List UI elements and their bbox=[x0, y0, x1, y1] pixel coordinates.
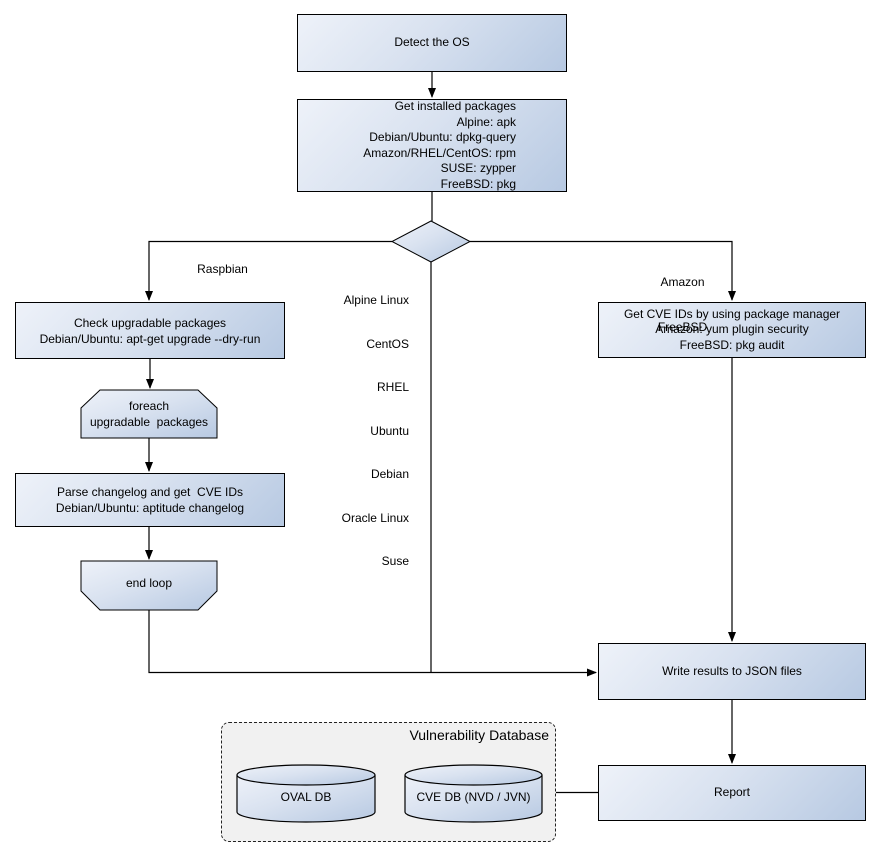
edge-label-raspbian: Raspbian bbox=[197, 262, 248, 276]
edge-label-line: Ubuntu bbox=[370, 423, 409, 438]
node-label: Write results to JSON files bbox=[662, 663, 802, 678]
node-text-line: Check upgradable packages bbox=[73, 315, 227, 330]
connector-lines bbox=[145, 72, 736, 794]
node-text-line: Parse changelog and get CVE IDs bbox=[56, 485, 244, 499]
node-text-line: FreeBSD: pkg bbox=[440, 176, 516, 191]
edge-label-line: Oracle Linux bbox=[341, 510, 409, 525]
edge-label-os-list: Alpine Linux CentOS RHEL Ubuntu Debian O… bbox=[299, 264, 409, 598]
decision-diamond bbox=[390, 220, 472, 263]
node-text-line: Alpine: apk bbox=[456, 114, 516, 129]
node-get-cve-ids: Get CVE IDs by using package manager Ama… bbox=[598, 302, 866, 358]
node-text-line: Debian/Ubuntu: aptitude changelog bbox=[55, 501, 245, 515]
node-get-installed-packages: Get installed packages Alpine: apk Debia… bbox=[297, 99, 567, 192]
node-text-line: FreeBSD: pkg audit bbox=[679, 337, 785, 352]
node-text-line: Debian/Ubuntu: dpkg-query bbox=[369, 130, 516, 144]
node-text-line: Debian/Ubuntu: apt-get upgrade --dry-run bbox=[39, 331, 261, 346]
edge-endloop-to-write bbox=[148, 610, 597, 677]
node-parse-changelog: Parse changelog and get CVE IDs Debian/U… bbox=[15, 473, 285, 527]
node-report: Report bbox=[598, 765, 866, 821]
edge-decision-to-raspbian bbox=[145, 240, 392, 301]
edge-label-amazon-freebsd: Amazon FreeBSD bbox=[640, 245, 725, 365]
edge-decision-to-amazon-freebsd bbox=[470, 240, 736, 301]
node-detect-os: Detect the OS bbox=[297, 14, 567, 72]
vulnerability-database-title: Vulnerability Database bbox=[409, 727, 549, 743]
node-check-upgradable-packages: Check upgradable packages Debian/Ubuntu:… bbox=[15, 302, 285, 359]
node-label: Detect the OS bbox=[394, 35, 470, 50]
edge-label-line: CentOS bbox=[366, 336, 409, 351]
edge-label-line: Debian bbox=[370, 467, 409, 481]
edge-label-line: Alpine Linux bbox=[343, 293, 409, 307]
node-text-line: Get installed packages bbox=[394, 99, 516, 113]
node-write-results: Write results to JSON files bbox=[598, 643, 866, 700]
foreach-loop-shape bbox=[80, 389, 218, 439]
edge-label-line: RHEL bbox=[376, 380, 409, 394]
end-loop-shape bbox=[80, 560, 218, 611]
node-text-line: Amazon/RHEL/CentOS: rpm bbox=[363, 145, 516, 160]
cve-db-cylinder bbox=[404, 764, 543, 823]
edge-label-line: Suse bbox=[381, 554, 409, 568]
node-text-line: SUSE: zypper bbox=[440, 161, 516, 175]
node-text-line: Get CVE IDs by using package manager bbox=[623, 306, 841, 321]
edge-label-line: Amazon bbox=[660, 275, 705, 289]
oval-db-cylinder bbox=[236, 764, 376, 823]
node-text-line: Amazon: yum plugin security bbox=[655, 322, 809, 337]
edge-label-line: FreeBSD bbox=[657, 320, 708, 334]
node-label: Report bbox=[713, 785, 751, 800]
